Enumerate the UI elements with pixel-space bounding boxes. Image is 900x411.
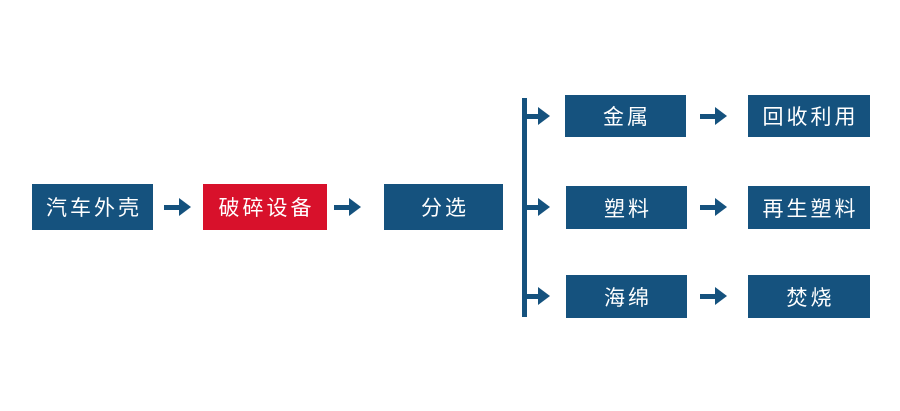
arrow-junction-to-plastic	[523, 198, 550, 216]
arrow-head-icon	[538, 287, 550, 305]
node-incineration: 焚烧	[748, 275, 870, 318]
arrow-sponge-to-incineration	[700, 287, 727, 305]
arrow-metal-to-recycle	[700, 107, 727, 125]
arrow-stem	[523, 113, 538, 119]
arrow-head-icon	[179, 198, 191, 216]
arrow-stem	[334, 204, 349, 210]
node-recycling: 回收利用	[748, 95, 870, 137]
arrow-head-icon	[349, 198, 361, 216]
arrow-head-icon	[538, 198, 550, 216]
node-metal: 金属	[565, 95, 686, 137]
arrow-stem	[700, 204, 715, 210]
arrow-stem	[523, 204, 538, 210]
arrow-head-icon	[715, 198, 727, 216]
node-sorting: 分选	[384, 184, 503, 230]
arrow-head-icon	[538, 107, 550, 125]
arrow-stem	[700, 293, 715, 299]
node-crushing-equipment: 破碎设备	[203, 184, 327, 230]
node-recycled-plastic: 再生塑料	[748, 186, 870, 229]
arrow-stem	[700, 113, 715, 119]
node-plastic: 塑料	[566, 186, 687, 229]
arrow-head-icon	[715, 107, 727, 125]
node-sponge: 海绵	[566, 275, 687, 318]
arrow-stem	[164, 204, 179, 210]
arrow-junction-to-sponge	[523, 287, 550, 305]
node-car-shell: 汽车外壳	[32, 184, 153, 230]
arrow-stem	[523, 293, 538, 299]
arrow-plastic-to-recycled-plastic	[700, 198, 727, 216]
arrow-crushing-to-sorting	[334, 198, 361, 216]
arrow-car-shell-to-crushing	[164, 198, 191, 216]
arrow-head-icon	[715, 287, 727, 305]
arrow-junction-to-metal	[523, 107, 550, 125]
